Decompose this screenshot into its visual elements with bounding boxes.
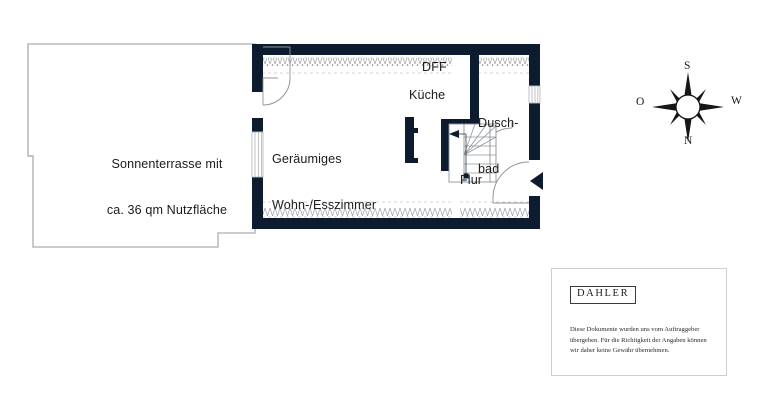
label-wohn-esszimmer: Geräumiges Wohn-/Esszimmer (272, 121, 404, 244)
stair-direction-arrow-icon (449, 130, 459, 138)
label-duschbad-line2: bad (478, 161, 500, 176)
label-duschbad: Dusch- bad (478, 86, 532, 207)
sloped-ceiling-band-bottom (262, 201, 532, 218)
door-terrace-swing (262, 46, 291, 106)
label-dff: DFF (422, 60, 447, 74)
branding-box: DAHLER Diese Dokumente wurden uns vom Au… (551, 268, 727, 376)
dahler-logo: DAHLER (570, 286, 637, 304)
compass-label-east: O (636, 96, 645, 108)
window-living-left (251, 131, 264, 178)
window-bathroom-right (528, 85, 541, 104)
label-wohn-esszimmer-line2: Wohn-/Esszimmer (272, 197, 377, 212)
compass-star-icon (652, 72, 724, 142)
label-flur: Flur (460, 173, 483, 187)
compass-label-south: S (684, 60, 691, 72)
interior-walls (405, 44, 479, 171)
staircase (448, 123, 497, 183)
compass-rose: S N O W (628, 52, 748, 162)
sloped-ceiling-band-top (262, 57, 532, 74)
label-sonnenterrasse-line1: Sonnenterrasse mit (111, 156, 223, 171)
compass-label-north: N (684, 135, 693, 147)
label-sonnenterrasse: Sonnenterrasse mit ca. 36 qm Nutzfläche (92, 126, 242, 249)
label-duschbad-line1: Dusch- (478, 116, 519, 131)
disclaimer-text: Diese Dokumente wurden uns vom Auftragge… (570, 326, 707, 355)
label-wohn-esszimmer-line1: Geräumiges (272, 151, 342, 166)
door-entry-swing (492, 161, 530, 204)
label-kueche: Küche (409, 88, 446, 102)
entry-direction-arrow-icon (530, 172, 543, 190)
compass-label-west: W (731, 95, 742, 107)
exterior-walls (252, 44, 540, 229)
label-sonnenterrasse-line2: ca. 36 qm Nutzfläche (106, 202, 228, 217)
